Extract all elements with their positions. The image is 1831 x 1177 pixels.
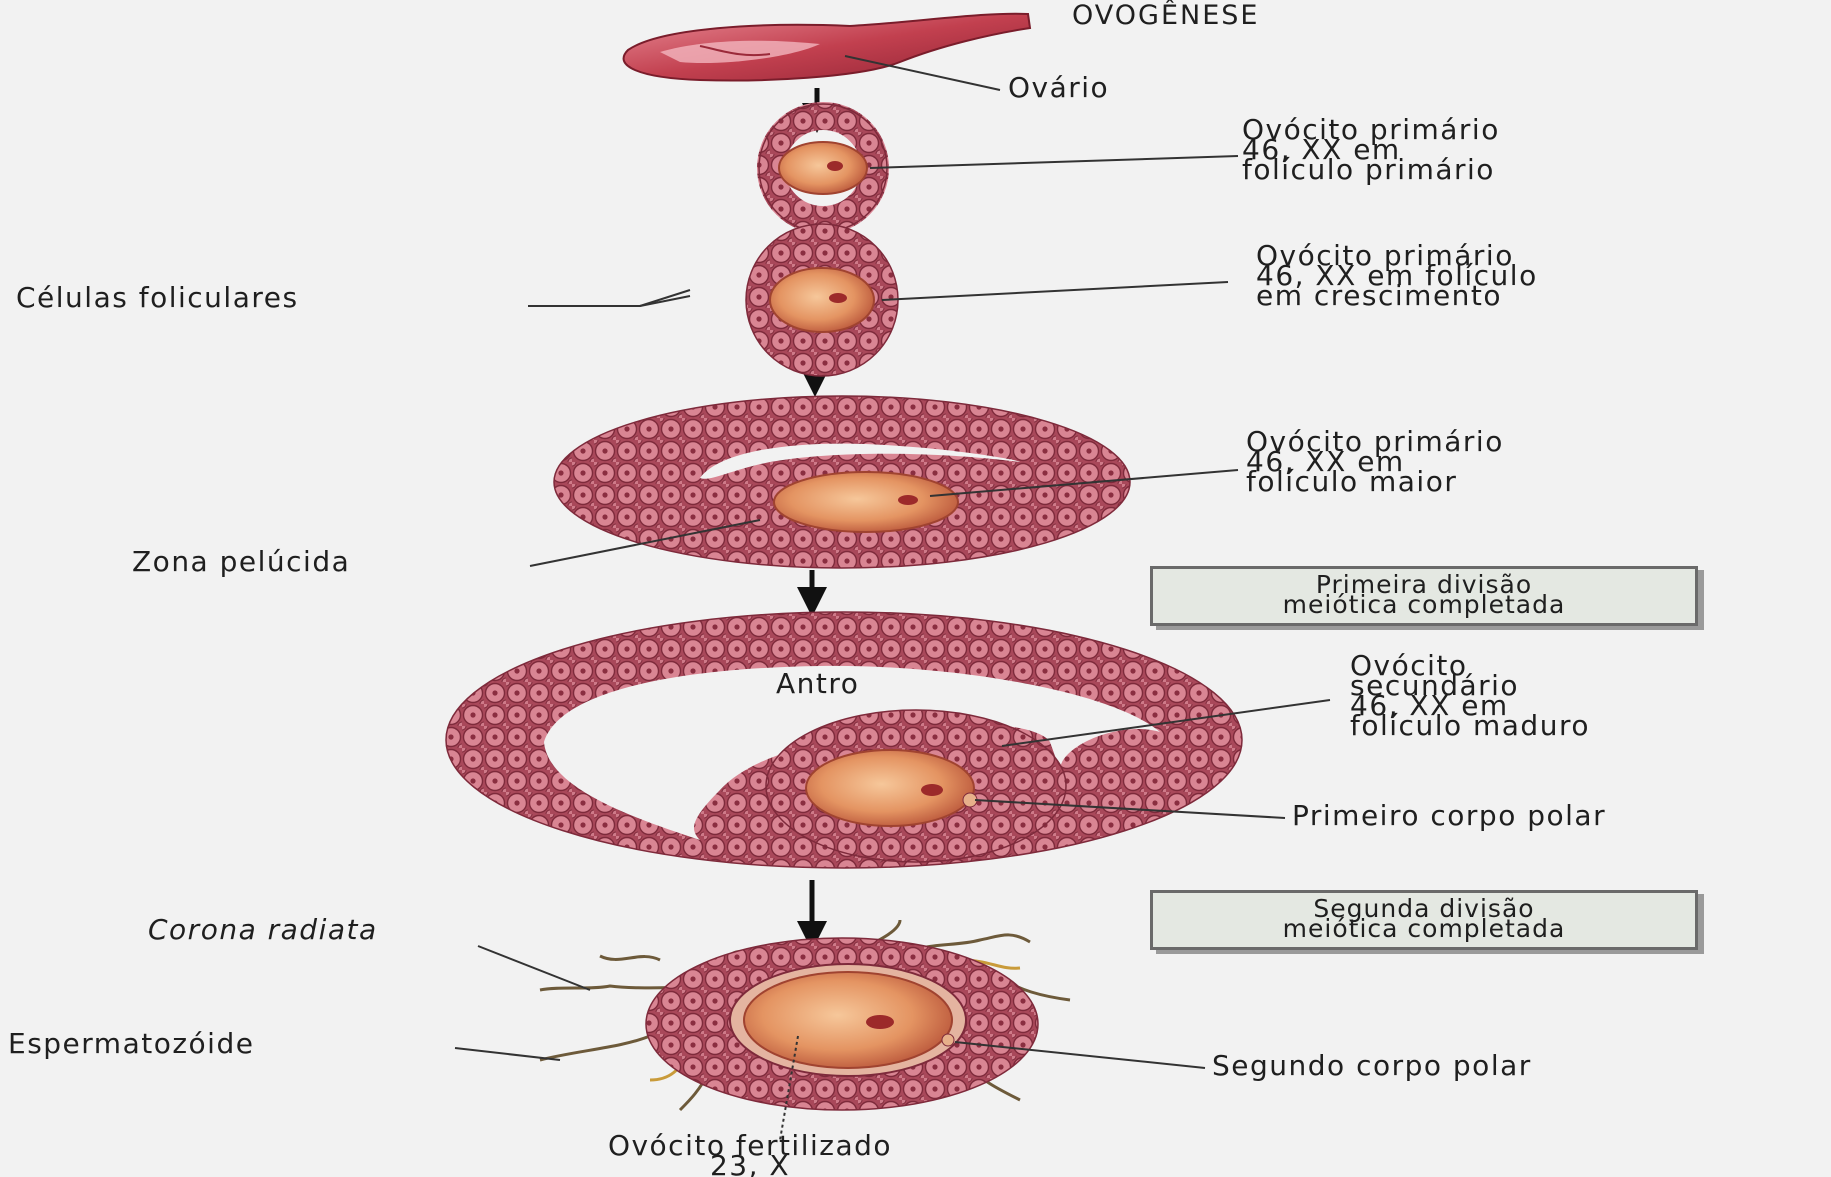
ovary	[624, 14, 1030, 81]
mature-follicle	[446, 612, 1242, 868]
line-corona-radiata	[478, 946, 590, 990]
line-stage2	[882, 282, 1228, 300]
larger-follicle	[554, 396, 1130, 568]
label-segundo-corpo-polar: Segundo corpo polar	[1212, 1056, 1532, 1076]
label-espermatozoide: Espermatozóide	[8, 1034, 254, 1054]
line-stage1	[870, 156, 1238, 168]
primary-follicle	[759, 104, 887, 232]
note-primeira-divisao: Primeira divisão meiótica completada	[1150, 566, 1698, 626]
label-celulas-foliculares: Células foliculares	[16, 288, 299, 308]
label-ovocito-primario-foliculo-crescimento: Ovócito primário 46, XX em folículo em c…	[1256, 246, 1538, 306]
fertilized-oocyte	[540, 920, 1070, 1110]
line-ovario	[845, 56, 1000, 90]
growing-follicle	[746, 224, 898, 376]
label-zona-pelucida: Zona pelúcida	[132, 552, 350, 572]
label-ovocito-primario-foliculo-maior: Ovócito primário 46, XX em folículo maio…	[1246, 432, 1504, 492]
label-corona-radiata: Corona radiata	[148, 920, 378, 940]
diagram-title: OVOGÊNESE	[1072, 6, 1259, 26]
label-ovocito-primario-foliculo-primario: Ovócito primário 46, XX em folículo prim…	[1242, 120, 1500, 180]
label-ovario: Ovário	[1008, 78, 1109, 98]
label-antro: Antro	[776, 674, 859, 694]
line-espermatozoide	[455, 1048, 560, 1060]
label-ovocito-fertilizado: Ovócito fertilizado 23, X	[512, 1136, 988, 1176]
label-ovocito-secundario: Ovócito secundário 46, XX em folículo ma…	[1350, 656, 1590, 736]
line-celulas-foliculares	[528, 290, 690, 306]
first-polar-body	[963, 793, 977, 807]
second-polar-body	[942, 1034, 954, 1046]
label-primeiro-corpo-polar: Primeiro corpo polar	[1292, 806, 1606, 826]
note-segunda-divisao: Segunda divisão meiótica completada	[1150, 890, 1698, 950]
